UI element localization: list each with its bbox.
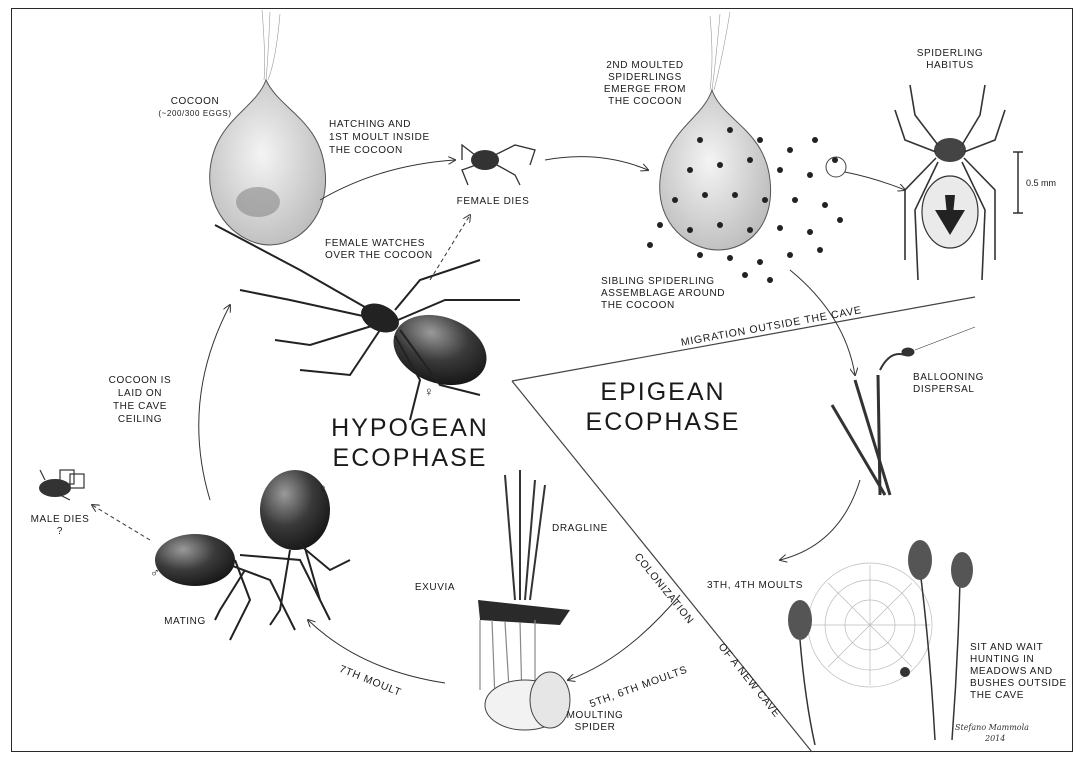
male-dies-label-1: MALE DIES — [25, 514, 95, 526]
male-symbol: ♂ — [150, 566, 160, 580]
sit-and-wait-drawing — [788, 540, 973, 745]
dead-female-drawing — [462, 145, 535, 185]
hatching-label-1: HATCHING AND — [329, 119, 411, 131]
moulted-label-4: THE COCOON — [600, 96, 690, 108]
sit-label-4: BUSHES OUTSIDE — [970, 678, 1067, 690]
scale-label: 0.5 mm — [1026, 177, 1056, 189]
scale-bar — [1013, 152, 1023, 213]
mating-label: MATING — [150, 616, 220, 628]
migration-line — [512, 297, 975, 381]
laid-label-3: THE CAVE — [100, 401, 180, 413]
ballooning-label-1: BALLOONING — [913, 372, 984, 384]
moulted-label-3: EMERGE FROM — [600, 84, 690, 96]
laid-label-1: COCOON IS — [100, 375, 180, 387]
sit-label-5: THE CAVE — [970, 690, 1024, 702]
laid-label-4: CEILING — [100, 414, 180, 426]
hypogean-title-1: HYPOGEAN — [315, 414, 505, 442]
moulted-label-1: 2ND MOULTED — [600, 60, 690, 72]
ballooning-label-2: DISPERSAL — [913, 384, 975, 396]
cocoon-with-spiderlings-drawing — [660, 90, 771, 250]
artist-signature: Stefano Mammola — [955, 723, 1029, 732]
moulting-label-2: SPIDER — [560, 722, 630, 734]
sibling-label-1: SIBLING SPIDERLING — [601, 276, 715, 288]
hatching-label-3: THE COCOON — [329, 145, 403, 157]
female-symbol-1: ♀ — [424, 385, 434, 399]
female-watches-label-1: FEMALE WATCHES — [325, 238, 425, 250]
female-dies-label: FEMALE DIES — [448, 196, 538, 208]
dead-male-drawing — [39, 470, 84, 500]
male-dies-label-2: ? — [25, 526, 95, 538]
female-watches-label-2: OVER THE COCOON — [325, 250, 433, 262]
signature-year: 2014 — [985, 734, 1005, 743]
cocoon-eggs-label: (~200/300 EGGS) — [140, 108, 250, 120]
moulting-label-1: MOULTING — [560, 710, 630, 722]
hypogean-title-2: ECOPHASE — [315, 444, 505, 472]
sibling-label-3: THE COCOON — [601, 300, 675, 312]
habitus-label-2: HABITUS — [905, 60, 995, 72]
dragline-label: DRAGLINE — [545, 523, 615, 535]
moulted-label-2: SPIDERLINGS — [600, 72, 690, 84]
epigean-title-2: ECOPHASE — [568, 408, 758, 436]
moulting-spider-drawing — [478, 470, 570, 730]
sit-label-3: MEADOWS AND — [970, 666, 1053, 678]
habitus-label-1: SPIDERLING — [905, 48, 995, 60]
ballooning-drawing — [832, 327, 975, 495]
exuvia-label: EXUVIA — [400, 582, 470, 594]
sit-label-1: SIT AND WAIT — [970, 642, 1043, 654]
laid-label-2: LAID ON — [100, 388, 180, 400]
cocoon-label: COCOON — [150, 96, 240, 108]
epigean-title-1: EPIGEAN — [568, 378, 758, 406]
female-symbol-2: ♀ — [318, 482, 328, 496]
sibling-label-2: ASSEMBLAGE AROUND — [601, 288, 725, 300]
hatching-label-2: 1ST MOULT INSIDE — [329, 132, 430, 144]
spiderling-habitus-drawing — [895, 85, 1005, 280]
sit-label-2: HUNTING IN — [970, 654, 1034, 666]
moults-34-label: 3TH, 4TH MOULTS — [707, 580, 803, 592]
